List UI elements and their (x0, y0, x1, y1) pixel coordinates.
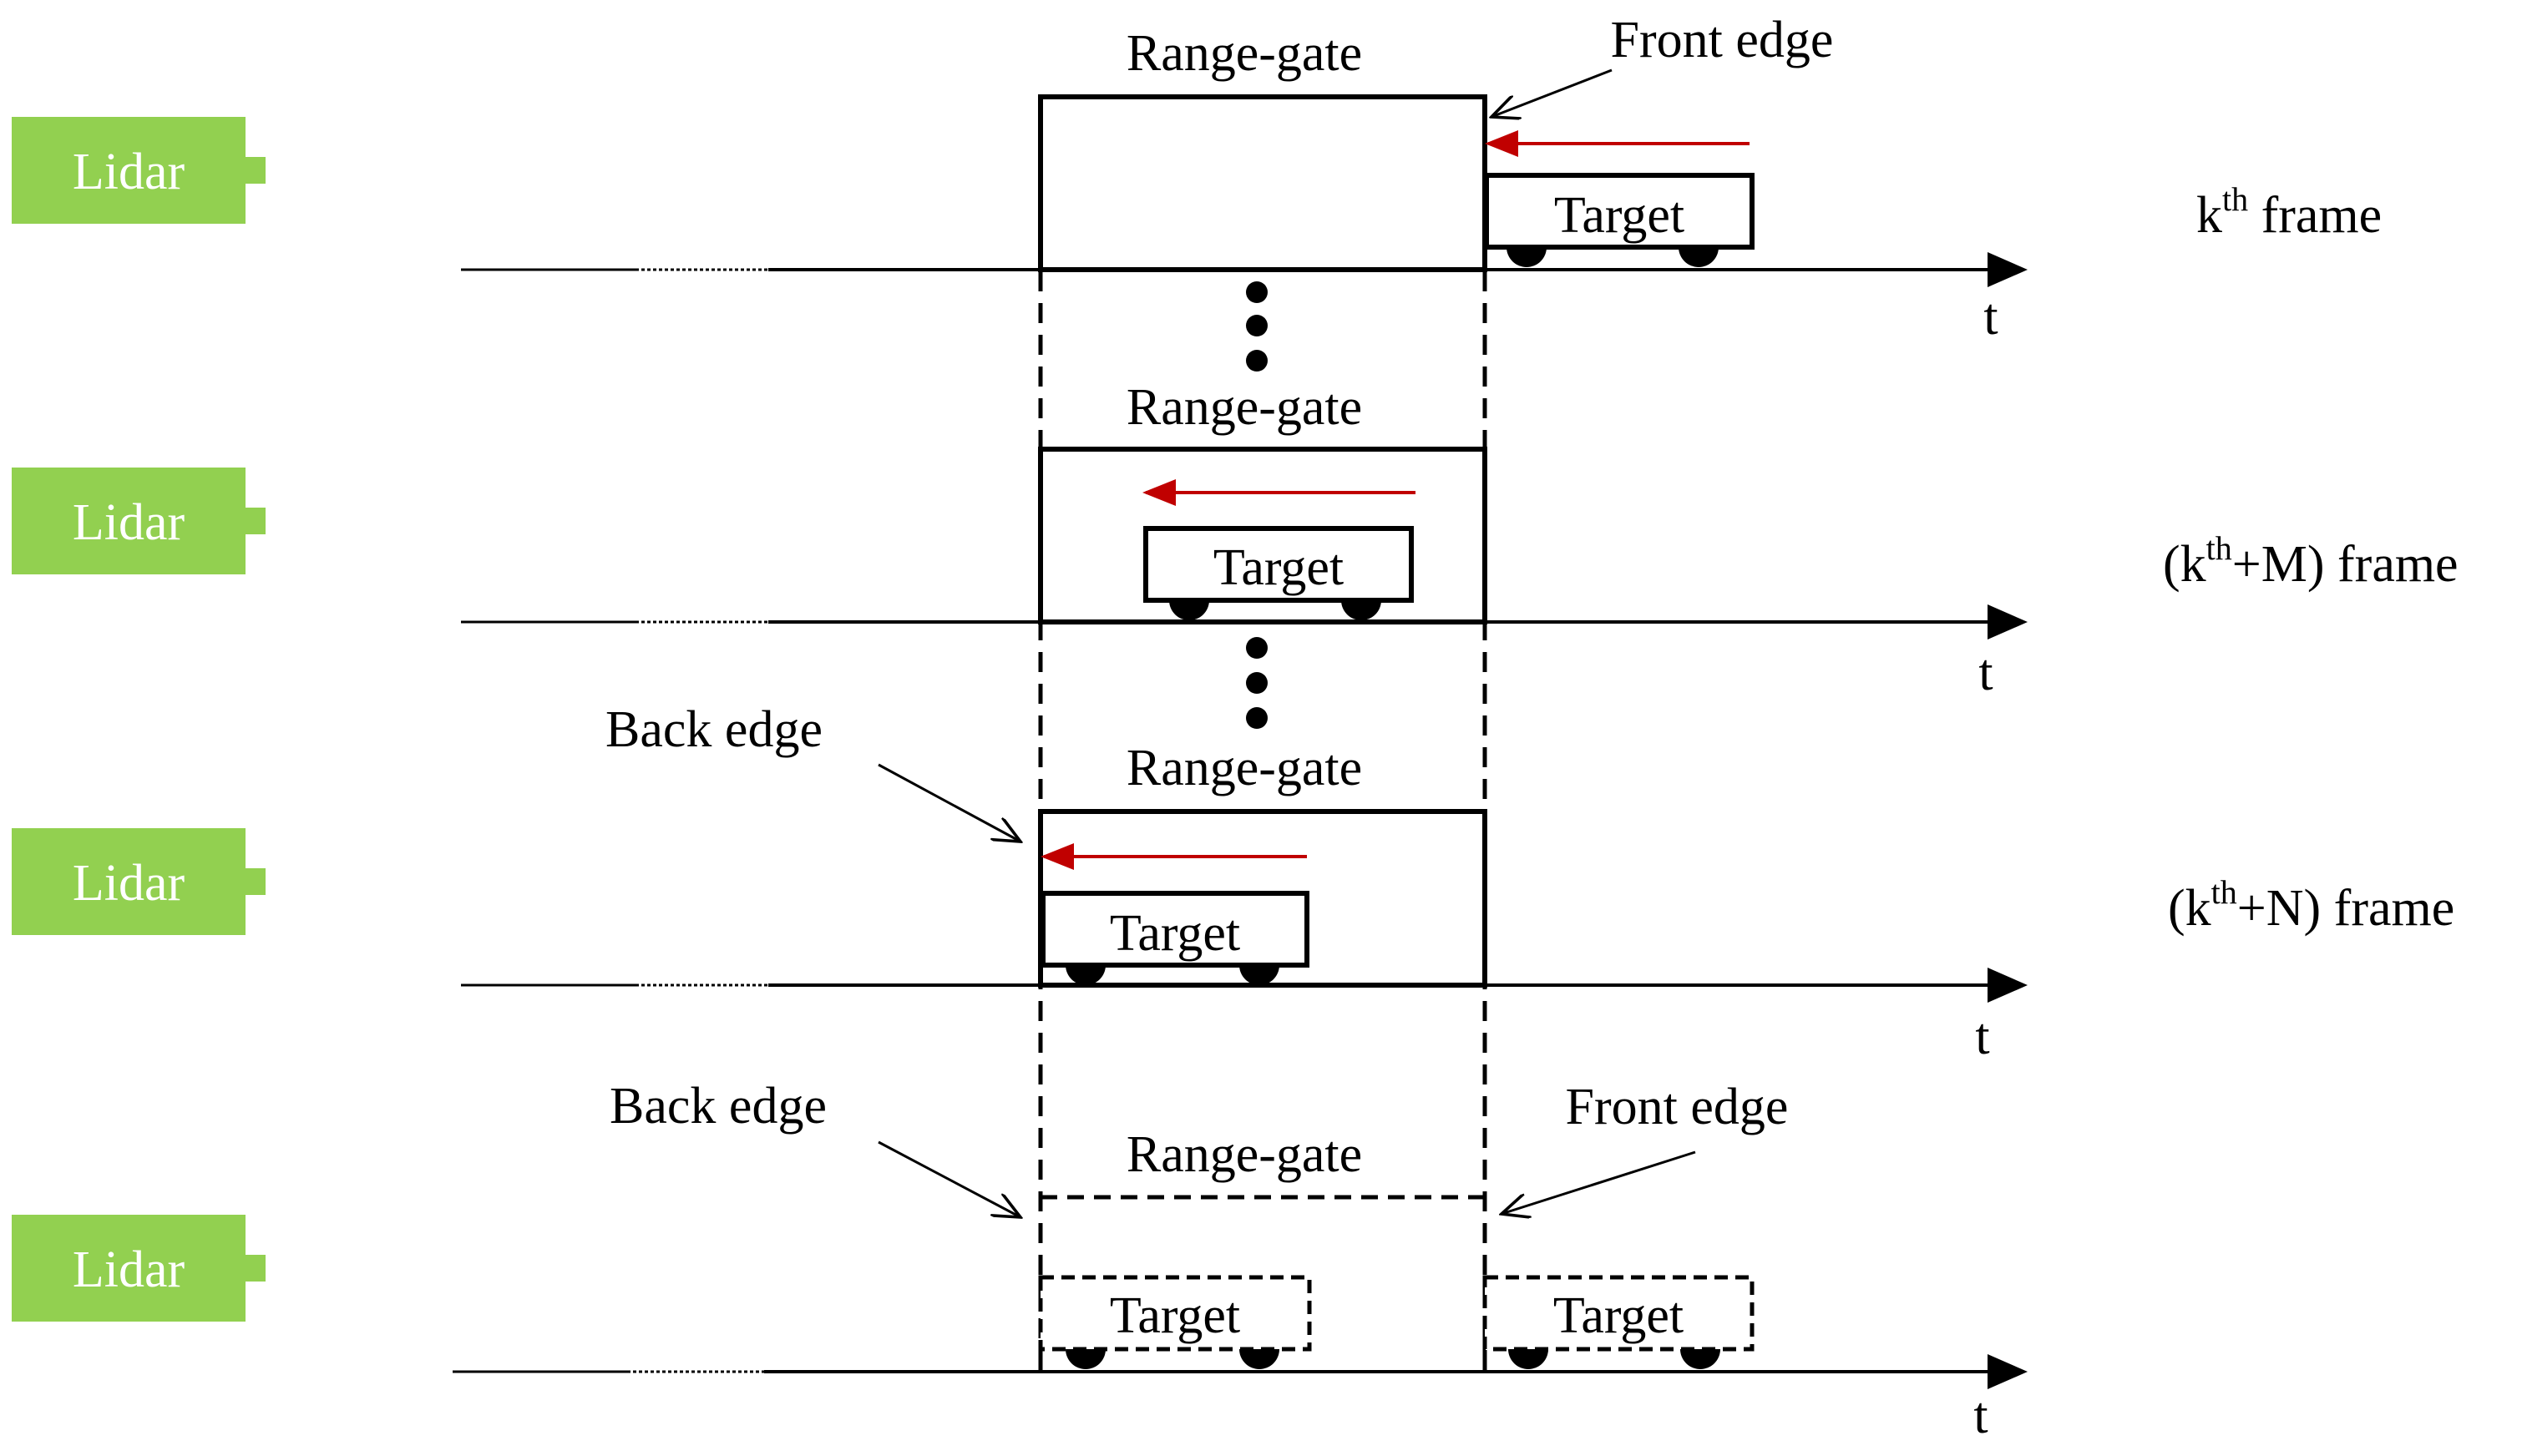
row-1: Range-gate Front edge Target kth frame (1038, 12, 2382, 272)
wheel (1508, 1349, 1548, 1369)
axis-arrowhead (1988, 968, 2028, 1003)
back-edge-pointer (878, 1140, 1020, 1217)
lidar-label: Lidar (73, 494, 185, 551)
lidar-box-2: Lidar (12, 468, 266, 574)
axis-arrowhead (1988, 604, 2028, 640)
axis-t-label: t (1975, 1009, 1989, 1065)
wheel (1066, 965, 1106, 985)
axis-t-label: t (1973, 1388, 1988, 1444)
wheel (1066, 1349, 1106, 1369)
time-axis-2: t (461, 604, 2028, 701)
wheel (1341, 600, 1381, 620)
range-gate-label: Range-gate (1127, 379, 1362, 436)
target-label: Target (1110, 1287, 1240, 1344)
target-vehicle-ghost: Target (1038, 1275, 1312, 1369)
ellipsis-dots (1246, 637, 1268, 729)
range-gate-box (1038, 447, 1487, 624)
axis-arrowhead (1988, 1354, 2028, 1389)
range-gate-label: Range-gate (1127, 740, 1362, 796)
range-gate-box (1038, 94, 1487, 272)
time-axis-3: t (461, 968, 2028, 1065)
target-vehicle: Target (1484, 173, 1755, 267)
target-label: Target (1213, 539, 1344, 596)
wheel (1239, 965, 1279, 985)
time-axis-4: t (453, 1354, 2028, 1444)
lidar-box-1: Lidar (12, 117, 266, 224)
ellipsis-dots (1246, 281, 1268, 372)
wheel (1680, 1349, 1720, 1369)
front-edge-pointer (1502, 1150, 1696, 1214)
wheel (1507, 247, 1547, 267)
lidar-box-3: Lidar (12, 828, 266, 935)
target-label: Target (1554, 187, 1684, 244)
time-axis-1: t (461, 252, 2028, 346)
row-2: Range-gate Target (kth+M) frame (1038, 379, 2459, 624)
frame-label: (kth+M) frame (2163, 529, 2459, 593)
row-3: Range-gate Back edge Target (kth+N) fram… (605, 701, 2454, 988)
target-label: Target (1110, 905, 1240, 962)
axis-t-label: t (1983, 289, 1998, 346)
lidar-label: Lidar (73, 1241, 185, 1298)
front-edge-label: Front edge (1566, 1079, 1789, 1135)
target-vehicle-ghost: Target (1482, 1275, 1755, 1369)
target-vehicle: Target (1041, 891, 1309, 985)
range-gate-label: Range-gate (1127, 25, 1362, 82)
row-4: Range-gate Back edge Front edge Target T… (610, 1078, 1788, 1369)
target-vehicle: Target (1143, 526, 1414, 620)
frame-label: kth frame (2196, 180, 2382, 244)
frame-label: (kth+N) frame (2168, 873, 2454, 937)
front-edge-label: Front edge (1611, 12, 1834, 68)
wheel (1169, 600, 1209, 620)
back-edge-label: Back edge (610, 1078, 827, 1135)
axis-arrowhead (1988, 252, 2028, 287)
range-gate-label: Range-gate (1127, 1126, 1362, 1183)
wheel (1679, 247, 1719, 267)
lidar-box-4: Lidar (12, 1215, 266, 1322)
front-edge-pointer (1491, 68, 1613, 117)
back-edge-label: Back edge (605, 701, 823, 758)
lidar-label: Lidar (73, 144, 185, 200)
back-edge-pointer (878, 763, 1020, 842)
axis-t-label: t (1978, 645, 1993, 701)
target-label: Target (1553, 1287, 1684, 1344)
lidar-label: Lidar (73, 855, 185, 912)
wheel (1239, 1349, 1279, 1369)
